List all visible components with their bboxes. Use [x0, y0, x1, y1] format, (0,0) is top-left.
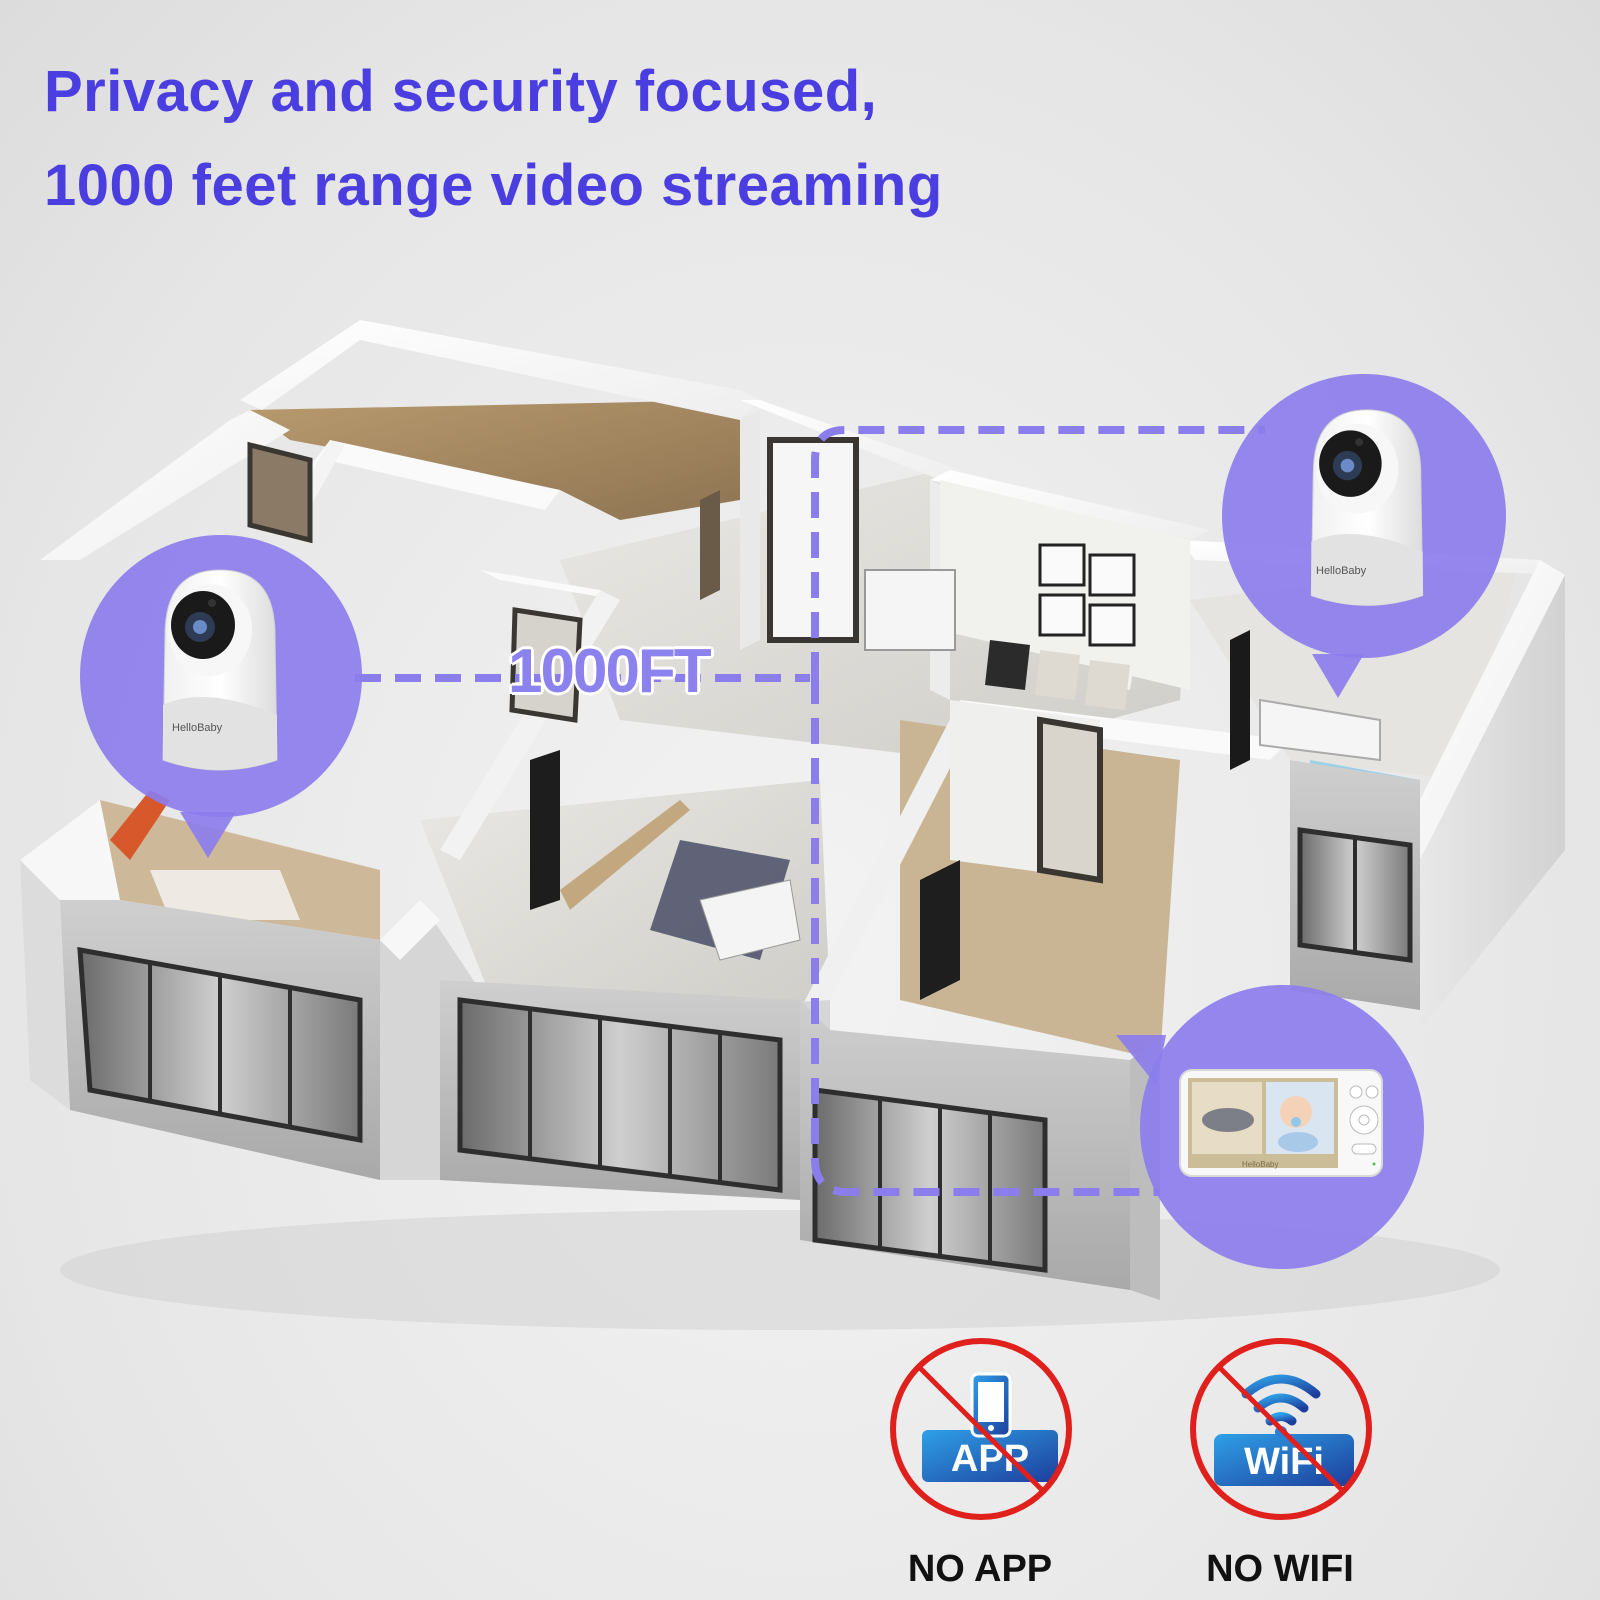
range-label: 1000FT	[508, 637, 712, 706]
camera-left-icon	[162, 569, 278, 771]
no-wifi-caption: NO WIFI	[1206, 1548, 1354, 1590]
no-app-caption: NO APP	[907, 1548, 1053, 1590]
camera-left-brand: HelloBaby	[172, 722, 223, 734]
headline-line-2: 1000 feet range video streaming	[44, 153, 943, 218]
camera-right-brand: HelloBaby	[1316, 565, 1367, 577]
no-wifi-icon: WiFi	[1190, 1338, 1372, 1520]
no-app-badge-text: APP	[951, 1438, 1029, 1480]
parent-unit-monitor-icon	[1179, 1069, 1383, 1177]
parent-unit-pointer-shape	[1116, 1035, 1166, 1085]
camera-right-icon	[1310, 409, 1424, 606]
camera-left-pointer	[180, 812, 236, 858]
headline-line-1: Privacy and security focused,	[44, 59, 878, 124]
parent-unit-brand: HelloBaby	[1242, 1160, 1279, 1169]
camera-right-pointer	[1312, 654, 1364, 698]
no-app-icon: APP	[890, 1338, 1072, 1520]
